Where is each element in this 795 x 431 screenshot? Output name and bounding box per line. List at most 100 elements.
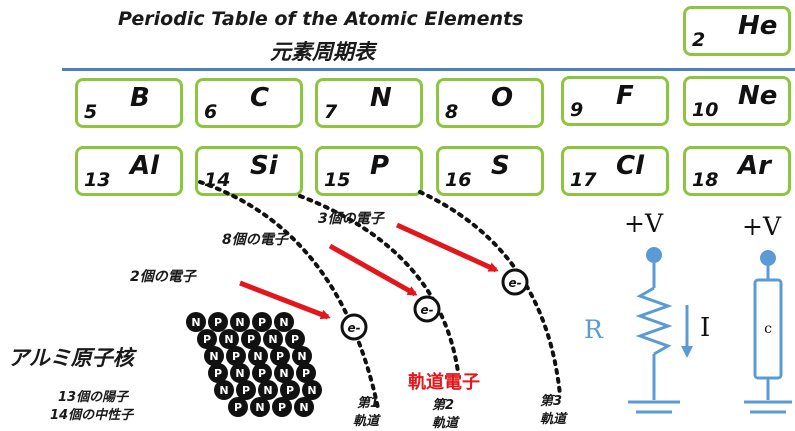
atomic-number: 18 — [692, 169, 719, 191]
arrow-shell-3 — [395, 222, 499, 273]
element-symbol: P — [370, 151, 390, 181]
resistor-label: R — [584, 315, 604, 344]
neutron — [274, 312, 294, 332]
atomic-number: 17 — [570, 169, 597, 191]
atomic-number: 5 — [84, 101, 98, 123]
neutron-label: N — [253, 350, 262, 363]
voltage-label-1: +V — [624, 209, 664, 238]
element-symbol: C — [250, 83, 270, 113]
atomic-number: 10 — [692, 99, 719, 121]
neutron-label: N — [209, 350, 218, 363]
shell-2-orbit-word: 軌道 — [432, 416, 459, 431]
neutron — [230, 312, 250, 332]
element-cell-b: 5 B — [75, 78, 183, 128]
proton-label: P — [276, 350, 284, 363]
proton-label: P — [278, 401, 286, 414]
proton — [272, 397, 292, 417]
neutron — [214, 380, 234, 400]
electron-1: e- — [340, 313, 368, 341]
proton-label: P — [214, 367, 222, 380]
svg-text:e-: e- — [508, 276, 521, 290]
neutron-label: N — [279, 367, 288, 380]
element-symbol: He — [738, 11, 778, 41]
element-symbol: Al — [130, 151, 160, 181]
proton — [285, 329, 305, 349]
svg-text:e-: e- — [420, 303, 433, 317]
orbital-electrons-label: 軌道電子 — [408, 372, 480, 393]
neutron — [294, 397, 314, 417]
shell-3-count-label: 3個の電子 — [318, 211, 384, 227]
nucleus-title: アルミ原子核 — [8, 346, 134, 370]
element-symbol: Ne — [738, 81, 778, 111]
atomic-number: 9 — [570, 99, 584, 121]
element-cell-ne: 10 Ne — [683, 76, 791, 126]
neutron — [230, 363, 250, 383]
proton-label: P — [258, 316, 266, 329]
neutron-label: N — [307, 384, 316, 397]
proton — [228, 397, 248, 417]
atomic-number: 8 — [445, 101, 459, 123]
atomic-number: 15 — [324, 169, 351, 191]
proton — [197, 329, 217, 349]
element-cell-al: 13 Al — [75, 146, 183, 196]
atomic-number: 16 — [445, 169, 472, 191]
component-circuit — [744, 250, 792, 414]
element-symbol: Si — [250, 151, 278, 181]
neutron — [186, 312, 206, 332]
protons-label: 13個の陽子 — [58, 390, 129, 405]
neutron-label: N — [191, 316, 200, 329]
atomic-number: 6 — [204, 101, 218, 123]
element-cell-p: 15 P — [315, 146, 423, 196]
proton-label: P — [258, 367, 266, 380]
neutron-label: N — [224, 333, 233, 346]
neutron-label: N — [268, 333, 277, 346]
proton — [208, 312, 228, 332]
shell-1-count-label: 2個の電子 — [130, 269, 196, 285]
element-symbol: Ar — [738, 151, 771, 181]
element-cell-he: 2 He — [683, 6, 791, 56]
proton-label: P — [247, 333, 255, 346]
proton — [241, 329, 261, 349]
header-divider — [62, 68, 795, 71]
shell-2-label: 第2 — [432, 398, 455, 413]
proton — [252, 312, 272, 332]
electron-3: e- — [501, 268, 529, 296]
component-label: c — [764, 321, 772, 337]
resistor-circuit — [628, 247, 693, 414]
proton-label: P — [214, 316, 222, 329]
element-symbol: Cl — [616, 151, 644, 181]
atomic-number: 13 — [84, 169, 111, 191]
current-label: I — [700, 313, 710, 343]
proton-label: P — [302, 367, 310, 380]
neutron — [250, 397, 270, 417]
neutron-label: N — [235, 316, 244, 329]
page-title: Periodic Table of the Atomic Elements — [118, 8, 524, 30]
element-symbol: B — [130, 83, 150, 113]
neutron — [258, 380, 278, 400]
neutron — [263, 329, 283, 349]
orbit-shell-2 — [298, 194, 460, 374]
neutrons-label: 14個の中性子 — [50, 408, 134, 423]
arrow-shell-2 — [328, 243, 418, 297]
neutron-label: N — [235, 367, 244, 380]
voltage-label-2: +V — [742, 212, 782, 241]
electron-2: e- — [413, 295, 441, 323]
element-cell-f: 9 F — [561, 76, 669, 126]
neutron-label: N — [297, 350, 306, 363]
element-cell-ar: 18 Ar — [683, 146, 791, 196]
proton — [252, 363, 272, 383]
proton — [280, 380, 300, 400]
shell-1-label: 第1 — [357, 396, 380, 411]
neutron-label: N — [219, 384, 228, 397]
proton-label: P — [232, 350, 240, 363]
element-cell-o: 8 O — [436, 78, 544, 128]
arrow-shell-1 — [239, 280, 331, 320]
element-cell-c: 6 C — [195, 78, 303, 128]
proton-label: P — [203, 333, 211, 346]
neutron — [204, 346, 224, 366]
atomic-number: 2 — [692, 29, 706, 51]
proton — [226, 346, 246, 366]
